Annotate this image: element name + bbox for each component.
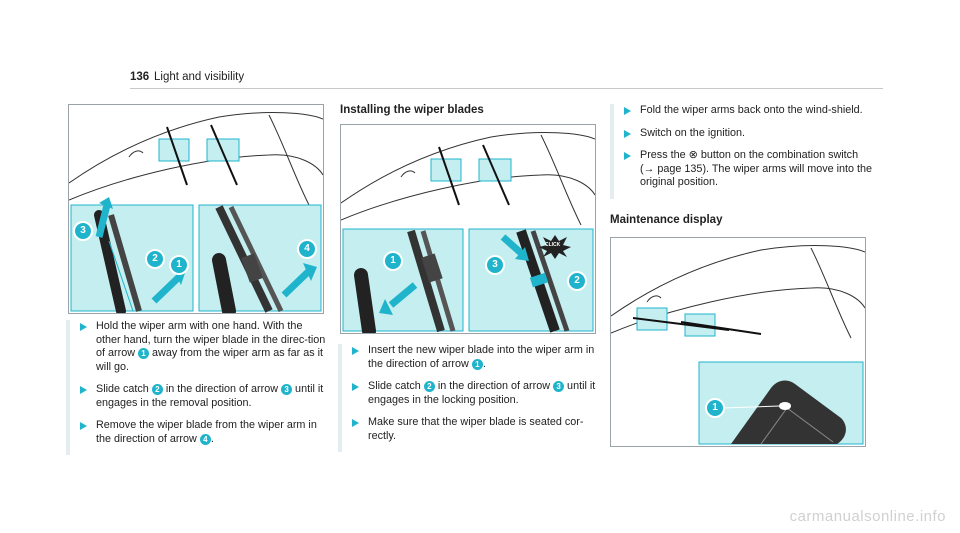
step-text: . [482,357,486,370]
bullet-arrow-icon [624,107,631,115]
bullet-arrow-icon [624,152,631,160]
step-text: away from the wiper arm as far as it wil… [96,347,324,373]
installing-title: Installing the wiper blades [340,104,484,116]
middle-steps: Insert the new wiper blade into the wipe… [338,344,600,452]
wiper-button-icon: ⊗ [688,149,698,161]
page-number: 136 [130,71,150,83]
step-text: page 135). The wiper arms will move into… [640,162,873,189]
number-badge: 4 [199,433,211,445]
step-text: . [210,432,214,445]
bullet-arrow-icon [80,323,87,331]
middle-step-2: Slide catch 2 in the direction of arrow … [352,380,600,407]
step-text: Press the [640,149,689,161]
step-text: until it engages in the locking position… [368,380,596,406]
callout-1: 1 [169,255,189,275]
section-title: Light and visibility [154,71,245,83]
step-text: Insert the new wiper blade into the wipe… [368,344,595,370]
right-step-1: Fold the wiper arms back onto the wind-s… [624,104,874,118]
watermark: carmanualsonline.info [789,508,946,525]
figure-removing-wiper-blade: 3 2 1 4 [68,104,324,314]
step-text: Remove the wiper blade from the wiper ar… [96,419,317,445]
bullet-arrow-icon [80,422,87,430]
bullet-arrow-icon [352,383,359,391]
click-label: CLICK [545,242,561,248]
number-badge: 3 [553,381,565,392]
bullet-arrow-icon [624,129,631,138]
left-step-3: Remove the wiper blade from the wiper ar… [80,419,328,446]
left-step-2: Slide catch 2 in the direction of arrow … [80,383,328,410]
step-text: Slide catch [368,380,424,392]
step-text: Fold the wiper arms back onto the wind-s… [640,104,863,116]
number-badge: 2 [423,381,435,392]
step-text: until it engages in the removal position… [96,383,324,409]
callout-1: 1 [383,251,403,271]
bullet-arrow-icon [80,386,87,394]
callout-4: 4 [297,239,317,259]
middle-step-3: Make sure that the wiper blade is seated… [352,416,600,443]
number-badge: 1 [471,358,483,370]
step-text: Make sure that the wiper blade is seated… [368,416,584,442]
arrow-reference-icon: → [643,162,655,175]
left-step-1: Hold the wiper arm with one hand. With t… [80,320,328,374]
callout-3: 3 [485,255,505,275]
bullet-arrow-icon [352,419,359,427]
middle-step-1: Insert the new wiper blade into the wipe… [352,344,600,371]
step-text: Slide catch [96,383,152,395]
step-text: Switch on the ignition. [640,126,746,139]
figure-installing-wiper-blade: 1 3 2 CLICK [340,124,596,334]
step-text: Hold the wiper arm with one hand. With t… [96,320,326,359]
step-text: button on the combination switch ( [640,149,859,175]
left-steps: Hold the wiper arm with one hand. With t… [66,320,328,455]
header-rule [130,88,883,89]
figure-maintenance-display: 1 [610,237,866,447]
right-step-2: Switch on the ignition. [624,127,874,141]
number-badge: 3 [281,384,293,395]
callout-3: 3 [73,221,93,241]
callout-2: 2 [567,271,587,291]
maintenance-title: Maintenance display [610,214,723,226]
right-steps: Fold the wiper arms back onto the wind-s… [610,104,874,199]
callout-1: 1 [705,398,725,418]
callout-2: 2 [145,249,165,269]
bullet-arrow-icon [352,347,359,355]
step-text: in the direction of arrow [162,383,282,395]
number-badge: 1 [138,348,150,359]
number-badge: 2 [151,384,163,395]
step-text: in the direction of arrow [434,380,554,392]
right-step-3: Press the ⊗ button on the combination sw… [624,149,874,190]
